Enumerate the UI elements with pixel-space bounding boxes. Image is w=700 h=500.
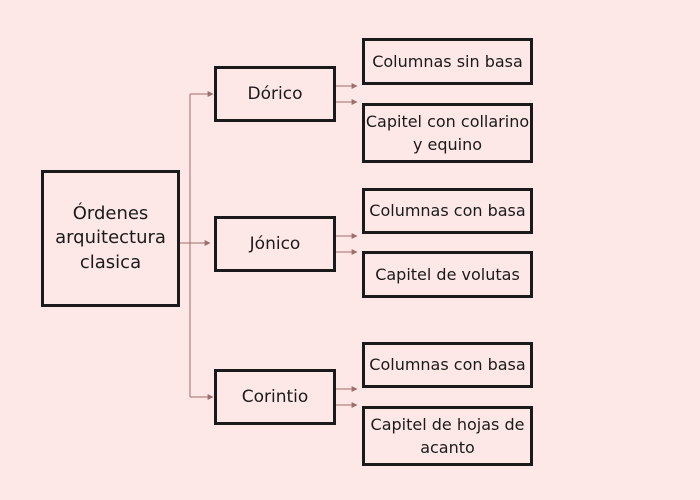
detail-label-corintio-columnas: Columnas con basa bbox=[369, 355, 526, 375]
corintio-detail-connectors bbox=[336, 386, 358, 408]
detail-label-dorico-capitel: Capitel con collarino y equino bbox=[365, 111, 530, 154]
root-node-label: Órdenes arquitectura clasica bbox=[55, 203, 166, 273]
jonico-detail-connectors bbox=[336, 233, 358, 255]
detail-node-jonico-columnas: Columnas con basa bbox=[362, 188, 533, 234]
detail-node-corintio-capitel: Capitel de hojas de acanto bbox=[362, 406, 533, 466]
dorico-detail-connectors bbox=[336, 83, 358, 105]
order-node-dorico: Dórico bbox=[214, 66, 336, 122]
detail-label-dorico-columnas: Columnas sin basa bbox=[372, 51, 523, 71]
detail-node-dorico-columnas: Columnas sin basa bbox=[362, 38, 533, 85]
order-node-jonico: Jónico bbox=[214, 216, 336, 272]
detail-node-corintio-columnas: Columnas con basa bbox=[362, 342, 533, 388]
detail-label-jonico-capitel: Capitel de volutas bbox=[375, 264, 520, 284]
detail-label-jonico-columnas: Columnas con basa bbox=[369, 201, 526, 221]
detail-node-jonico-capitel: Capitel de volutas bbox=[362, 251, 533, 298]
detail-label-corintio-capitel: Capitel de hojas de acanto bbox=[370, 414, 525, 457]
root-to-orders-connector bbox=[180, 91, 214, 400]
order-label-dorico: Dórico bbox=[247, 83, 303, 104]
detail-node-dorico-capitel: Capitel con collarino y equino bbox=[362, 103, 533, 163]
order-label-jonico: Jónico bbox=[249, 233, 301, 254]
order-node-corintio: Corintio bbox=[214, 369, 336, 425]
order-label-corintio: Corintio bbox=[241, 386, 309, 407]
root-node: Órdenes arquitectura clasica bbox=[41, 170, 180, 307]
